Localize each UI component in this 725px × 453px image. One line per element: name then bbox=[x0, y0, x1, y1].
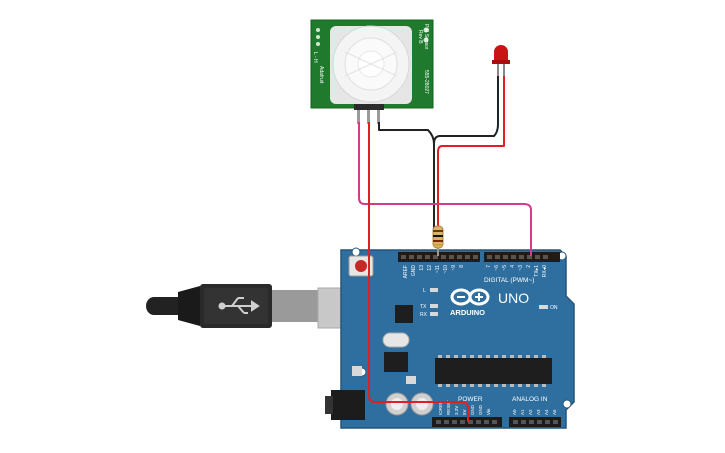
capacitors bbox=[385, 392, 434, 416]
arduino-brand: ARDUINO bbox=[450, 308, 485, 317]
pin-label-gnd: GND bbox=[411, 265, 417, 277]
pin-label: A1 bbox=[520, 409, 525, 415]
pin-label: A3 bbox=[536, 409, 541, 415]
analog-header[interactable] bbox=[509, 417, 561, 427]
wire-signal[interactable] bbox=[358, 122, 532, 256]
pin-label: IOREF bbox=[438, 401, 443, 415]
sensor-label: L - H bbox=[312, 52, 318, 63]
pin-label: RESET bbox=[446, 400, 451, 415]
sensor-label: Rev B bbox=[417, 30, 423, 44]
power-label: POWER bbox=[458, 396, 483, 403]
small-component bbox=[406, 376, 416, 384]
regulator bbox=[384, 352, 408, 372]
pin-label: 4 bbox=[510, 265, 516, 268]
svg-text:TX: TX bbox=[420, 304, 427, 310]
pin-label: 8 bbox=[459, 265, 465, 268]
usb-symbol-icon bbox=[218, 297, 260, 314]
wire-gnd[interactable] bbox=[378, 76, 499, 235]
pin-label-aref: AREF bbox=[403, 265, 409, 278]
arduino-uno-board[interactable]: AREF GND 13 12 ~11 ~10 ~9 8 7 ~6 ~5 4 ~3… bbox=[325, 247, 575, 429]
usb-chip bbox=[395, 305, 413, 323]
digital-label: DIGITAL (PWM~) bbox=[484, 277, 534, 284]
pin-label: A2 bbox=[528, 409, 533, 415]
pin-label: ~11 bbox=[435, 265, 441, 273]
fresnel-lens bbox=[330, 25, 412, 104]
pin-label: RX◂0 bbox=[542, 265, 548, 277]
on-label: ON bbox=[550, 305, 558, 311]
pin-label: GND bbox=[470, 404, 475, 415]
arduino-model: UNO bbox=[498, 290, 529, 306]
pir-sensor[interactable]: Adafruit L - H PIR Sensor Rev B 555-2802… bbox=[310, 19, 434, 124]
pin-label: 7 bbox=[486, 265, 492, 268]
pin-label: A0 bbox=[512, 409, 517, 415]
status-leds: L TX RX bbox=[420, 288, 438, 318]
pin-label: A5 bbox=[552, 409, 557, 415]
crystal bbox=[382, 332, 410, 348]
pin-label: 2 bbox=[526, 265, 532, 268]
power-jack[interactable] bbox=[325, 390, 365, 420]
pin-label: 13 bbox=[419, 265, 425, 271]
arduino-logo-icon bbox=[450, 288, 490, 306]
pin-label: A4 bbox=[544, 409, 549, 415]
reset-button[interactable] bbox=[348, 255, 374, 277]
resistor[interactable] bbox=[432, 225, 444, 256]
wire-led-anode[interactable] bbox=[437, 76, 505, 228]
pin-label: TX▸1 bbox=[534, 265, 540, 277]
red-led[interactable] bbox=[492, 45, 510, 76]
pin-label: ~3 bbox=[518, 265, 524, 271]
pin-label: Vin bbox=[486, 408, 491, 415]
digital-header[interactable] bbox=[398, 252, 560, 262]
sensor-label: PIR Sensor bbox=[423, 24, 429, 50]
power-led bbox=[539, 305, 548, 309]
wire-vcc[interactable] bbox=[368, 122, 469, 422]
pin-label: 5V bbox=[462, 409, 467, 415]
analog-label: ANALOG IN bbox=[512, 396, 548, 403]
pin-label: ~5 bbox=[502, 265, 508, 271]
pin-label: ~9 bbox=[451, 265, 457, 271]
pin-label: ~6 bbox=[494, 265, 500, 271]
pin-label: GND bbox=[478, 404, 483, 415]
sensor-label: 555-28027 bbox=[423, 70, 429, 94]
svg-text:RX: RX bbox=[420, 312, 428, 318]
atmega-chip bbox=[435, 355, 552, 387]
sensor-label: Adafruit bbox=[318, 66, 324, 84]
svg-text:L: L bbox=[423, 288, 426, 294]
pin-label: 3.3V bbox=[454, 406, 459, 415]
small-component bbox=[352, 366, 362, 376]
pin-label: 12 bbox=[427, 265, 433, 271]
pin-label: ~10 bbox=[443, 265, 449, 274]
